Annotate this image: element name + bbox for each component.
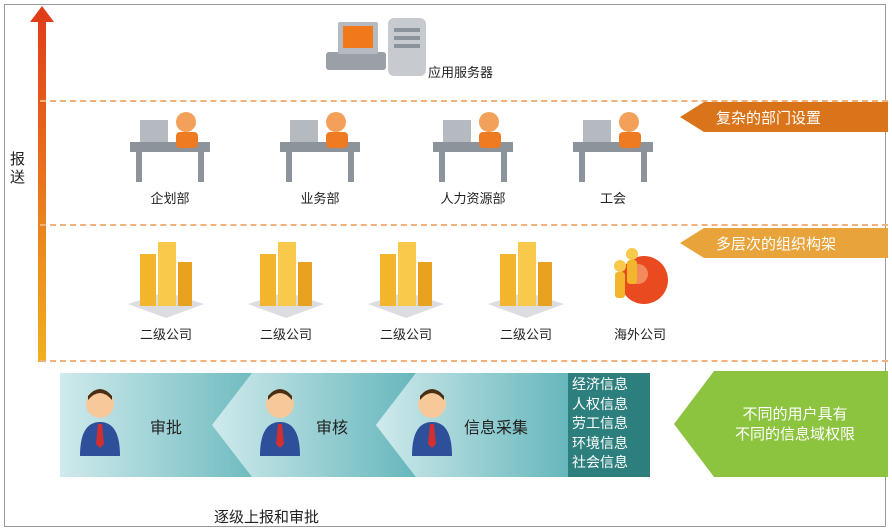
- company-item: 二级公司: [244, 236, 328, 343]
- process-label: 信息采集: [464, 418, 529, 437]
- tag-departments-text: 复杂的部门设置: [716, 108, 822, 127]
- department-item: 人力资源部: [425, 108, 521, 207]
- process-label: 审核: [316, 418, 349, 437]
- info-type: 人权信息: [572, 396, 628, 413]
- office-worker-icon: [573, 112, 653, 182]
- office-worker-icon: [130, 112, 210, 182]
- info-type: 社会信息: [572, 455, 628, 471]
- process-label: 审批: [150, 418, 183, 437]
- company-label: 二级公司: [379, 328, 432, 343]
- divider-3: [40, 360, 888, 362]
- department-item: 企划部: [122, 108, 218, 207]
- divider-2: [40, 224, 888, 226]
- department-item: 工会: [565, 108, 661, 207]
- person-icon: [412, 389, 452, 456]
- person-icon: [80, 389, 120, 456]
- building-icon: [368, 242, 444, 318]
- building-icon: [248, 242, 324, 318]
- person-icon: [260, 389, 300, 456]
- office-worker-icon: [280, 112, 360, 182]
- company-label: 二级公司: [259, 328, 312, 343]
- company-label: 海外公司: [613, 328, 666, 343]
- tag-departments: 复杂的部门设置: [680, 102, 888, 132]
- department-label: 业务部: [300, 192, 340, 207]
- department-label: 企划部: [150, 192, 190, 207]
- info-type: 经济信息: [572, 377, 628, 393]
- company-label: 二级公司: [499, 328, 552, 343]
- info-types-box: 经济信息 人权信息 劳工信息 环境信息 社会信息: [568, 373, 650, 477]
- diagram-frame: [4, 4, 886, 527]
- department-label: 人力资源部: [440, 192, 506, 207]
- side-label: 报送: [10, 150, 26, 186]
- upward-arrow: [30, 6, 54, 362]
- tag-permissions-line: 不同的信息域权限: [734, 425, 855, 443]
- company-item: 海外公司: [598, 236, 682, 343]
- company-item: 二级公司: [484, 236, 568, 343]
- building-icon: [488, 242, 564, 318]
- server-label: 应用服务器: [428, 66, 494, 81]
- tag-permissions-line: 不同的用户具有: [742, 405, 848, 423]
- globe-people-icon: [614, 248, 668, 304]
- tag-permissions: 不同的用户具有 不同的信息域权限: [674, 371, 888, 477]
- company-item: 二级公司: [364, 236, 448, 343]
- department-item: 业务部: [272, 108, 368, 207]
- info-type: 劳工信息: [572, 416, 628, 432]
- tag-organization: 多层次的组织构架: [680, 228, 888, 258]
- tag-organization-text: 多层次的组织构架: [716, 234, 837, 253]
- office-worker-icon: [433, 112, 513, 182]
- divider-1: [40, 100, 888, 102]
- company-label: 二级公司: [139, 328, 192, 343]
- company-item: 二级公司: [124, 236, 208, 343]
- footer-caption: 逐级上报和审批: [214, 508, 320, 526]
- server-icon: [326, 18, 426, 76]
- info-type: 环境信息: [572, 435, 628, 452]
- building-icon: [128, 242, 204, 318]
- department-label: 工会: [599, 192, 626, 207]
